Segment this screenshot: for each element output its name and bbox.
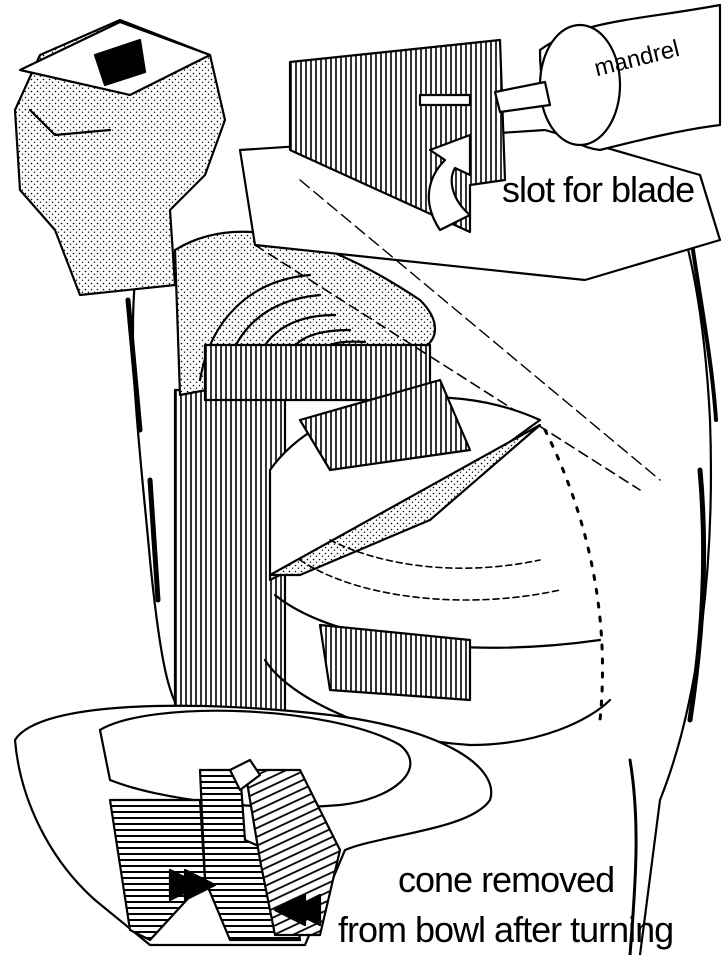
grain-block bbox=[175, 390, 285, 720]
cone-label-line1: cone removed bbox=[398, 862, 614, 898]
cone-label-line2: from bowl after turning bbox=[338, 912, 673, 948]
slot-label: slot for blade bbox=[502, 172, 694, 208]
log-bark-right bbox=[640, 165, 711, 955]
